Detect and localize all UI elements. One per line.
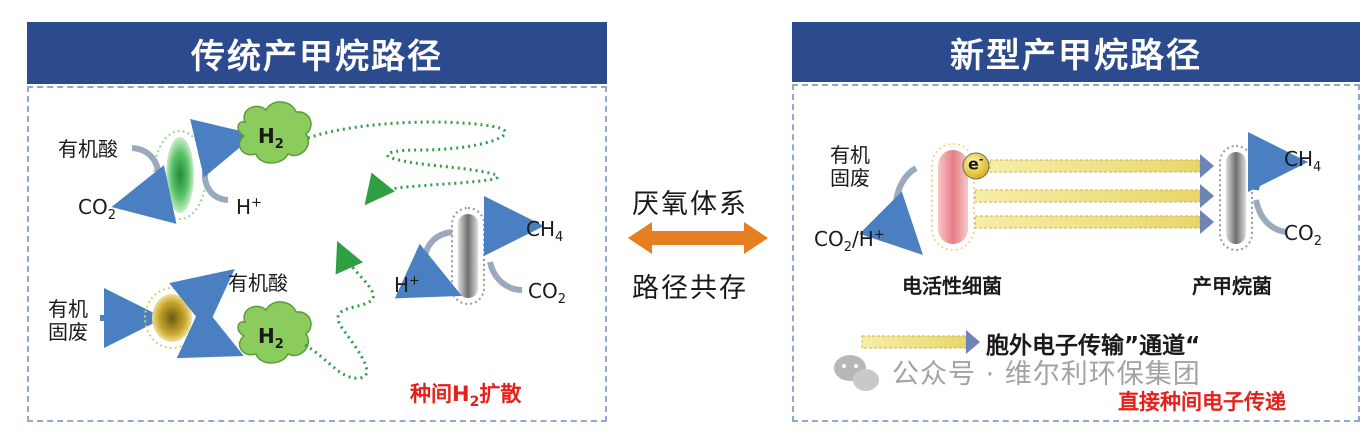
arrow-co2-curve-right bbox=[1253, 199, 1287, 235]
electron-ball bbox=[962, 152, 990, 180]
co2-label-right: CO2 bbox=[528, 279, 566, 307]
solid-waste-label-left: 有机固废 bbox=[48, 297, 88, 344]
h2-diffusion-path-top bbox=[307, 120, 507, 206]
h2-cloud-bottom-label: H2 bbox=[258, 324, 284, 352]
wechat-icon bbox=[834, 355, 879, 391]
left-caption: 种间H2扩散 bbox=[410, 382, 522, 411]
h2-cloud-top-label: H2 bbox=[258, 124, 284, 152]
legend-label: 胞外电子传输”通道“ bbox=[986, 333, 1201, 359]
ch4-label-right: CH4 bbox=[1284, 147, 1322, 175]
arrow-acid-to-co2 bbox=[111, 145, 177, 224]
h2-cloud-bottom-icon bbox=[237, 301, 312, 364]
right-caption: 直接种间电子传递 bbox=[1118, 390, 1286, 414]
middle-label-top: 厌氧体系 bbox=[632, 189, 748, 220]
co2-h-label: CO2/H+ bbox=[814, 227, 885, 255]
co2-label-top: CO2 bbox=[78, 195, 116, 223]
co2-label-right-panel: CO2 bbox=[1284, 221, 1322, 249]
legend-channel-icon bbox=[861, 330, 980, 354]
arrow-waste-to-co2h bbox=[859, 165, 923, 255]
watermark-text: 公众号 · 维尔利环保集团 bbox=[892, 359, 1201, 390]
middle-label-bottom: 路径共存 bbox=[632, 273, 748, 304]
right-panel-title: 新型产甲烷路径 bbox=[792, 22, 1360, 82]
gray-methanogen-left-icon bbox=[451, 207, 485, 305]
solid-waste-label-right: 有机固废 bbox=[830, 143, 870, 190]
arrow-bacterium-to-h2 bbox=[176, 303, 244, 359]
arrow-bacterium-to-acid bbox=[169, 269, 235, 330]
acid-label-top: 有机酸 bbox=[58, 137, 118, 161]
left-panel-title: 传统产甲烷路径 bbox=[27, 22, 607, 84]
electron-channels bbox=[974, 154, 1214, 234]
double-arrow-icon bbox=[628, 222, 768, 254]
arrow-to-ch4-right bbox=[1247, 132, 1308, 193]
electron-label: e- bbox=[968, 153, 984, 174]
left-panel-box bbox=[27, 86, 607, 422]
electroactive-bacteria-label: 电活性细菌 bbox=[902, 274, 1002, 298]
ch4-label-left: CH4 bbox=[526, 217, 564, 245]
gray-methanogen-right-icon bbox=[1219, 145, 1253, 251]
green-bacterium-icon bbox=[153, 130, 207, 220]
methanogen-label: 产甲烷菌 bbox=[1192, 274, 1272, 298]
arrow-h-to-h2 bbox=[190, 119, 256, 203]
arrow-to-h-plus bbox=[394, 229, 462, 299]
h-plus-label-right: H+ bbox=[394, 273, 420, 297]
h2-diffusion-path-bottom bbox=[304, 241, 375, 380]
right-panel-box bbox=[792, 84, 1360, 422]
acid-label-bottom: 有机酸 bbox=[228, 271, 288, 295]
yellow-bacterium-icon bbox=[144, 287, 200, 349]
h2-cloud-top-icon bbox=[237, 101, 312, 164]
h-plus-label-top: H+ bbox=[236, 195, 262, 219]
arrow-co2-curve-left bbox=[487, 261, 523, 293]
arrow-to-ch4-left bbox=[483, 196, 544, 257]
electroactive-bacterium-icon bbox=[931, 143, 975, 251]
